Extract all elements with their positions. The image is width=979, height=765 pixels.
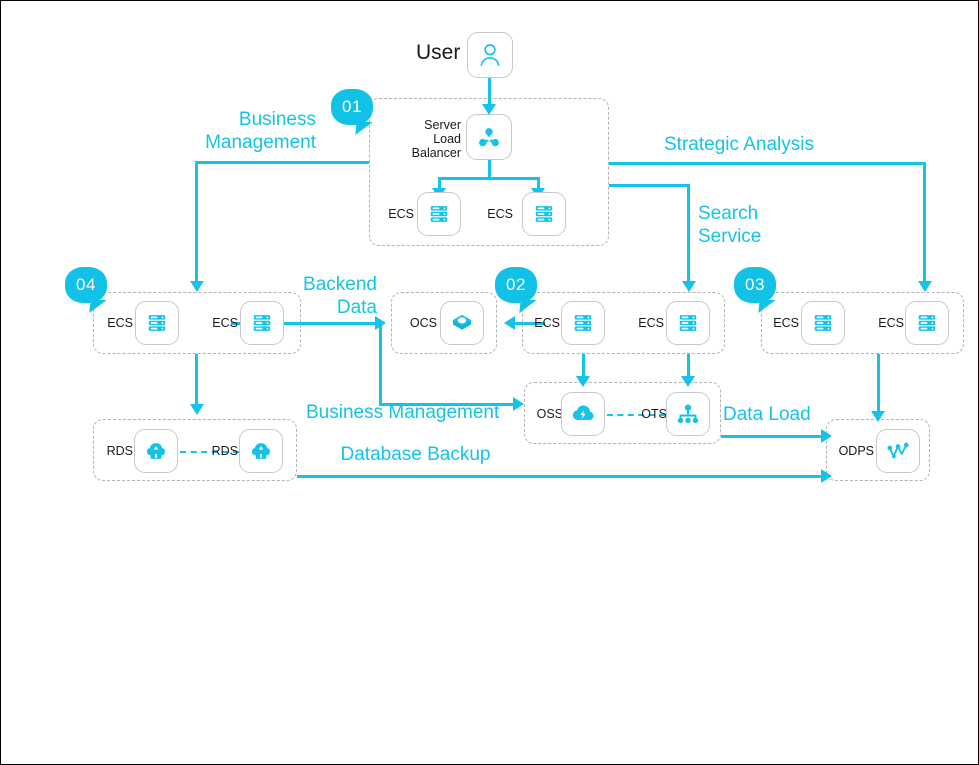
flow-strategic-v — [923, 162, 926, 287]
ecs02a-label: ECS — [534, 316, 560, 330]
rdsb-label: RDS — [211, 444, 238, 458]
ecs03b-label: ECS — [878, 316, 904, 330]
server-icon — [679, 315, 697, 331]
arrowhead-database-backup — [821, 469, 832, 483]
rdsb-node[interactable] — [239, 429, 283, 473]
rdsa-node[interactable] — [134, 429, 178, 473]
flow-backend-data-h — [231, 322, 379, 325]
arrowhead-bm-left — [190, 281, 204, 292]
arrowhead-backend-data — [375, 316, 386, 330]
server-icon — [148, 315, 166, 331]
slb-node[interactable] — [466, 114, 512, 160]
flow-04-to-rds — [195, 354, 198, 410]
user-icon — [480, 44, 500, 66]
label-business-management-mid: Business Management — [306, 402, 500, 423]
ecs02a-node[interactable] — [561, 301, 605, 345]
arrowhead-ecs02a-to-oss — [576, 376, 590, 387]
flow-ecs02a-to-ocs — [513, 322, 545, 325]
ecs01b-label: ECS — [487, 207, 513, 221]
server-icon — [430, 206, 448, 222]
label-data-load: Data Load — [723, 404, 811, 425]
server-icon — [535, 206, 553, 222]
ecs02b-label: ECS — [638, 316, 664, 330]
flow-ecs02a-to-oss — [582, 354, 585, 382]
flow-bm-mid-v — [379, 322, 382, 405]
group-03-badge: 03 — [734, 267, 776, 303]
label-search-service: Search Service — [698, 203, 762, 247]
ecs03b-node[interactable] — [905, 301, 949, 345]
ecs01b-node[interactable] — [522, 192, 566, 236]
oss-ots-group-container — [524, 382, 721, 444]
server-icon — [918, 315, 936, 331]
flow-database-backup-h — [297, 475, 827, 478]
flow-slb-bus — [439, 177, 539, 180]
odps-label: ODPS — [838, 444, 874, 458]
user-node[interactable] — [467, 32, 513, 78]
flow-oss-to-ots — [607, 414, 665, 416]
flow-search-v — [687, 184, 690, 287]
odps-node[interactable] — [876, 429, 920, 473]
ecs04a-label: ECS — [107, 316, 133, 330]
ecs04b-node[interactable] — [240, 301, 284, 345]
arrowhead-ecs02b-to-ots — [681, 376, 695, 387]
arrowhead-bm-mid — [513, 397, 524, 411]
flow-slb-to-ecs01b — [537, 177, 540, 191]
ecs03a-node[interactable] — [801, 301, 845, 345]
arrowhead-03-to-odps — [871, 411, 885, 422]
oss-label: OSS — [536, 407, 563, 421]
database-icon — [252, 443, 270, 459]
arrowhead-search — [682, 281, 696, 292]
arrowhead-strategic — [918, 281, 932, 292]
ecs03a-label: ECS — [773, 316, 799, 330]
database-icon — [147, 443, 165, 459]
flow-rds-replication — [180, 451, 239, 453]
arrowhead-ecs02a-to-ocs — [504, 316, 515, 330]
ecs04a-node[interactable] — [135, 301, 179, 345]
rdsa-label: RDS — [106, 444, 133, 458]
label-backend-data: Backend Data — [303, 274, 377, 318]
ocs-node[interactable] — [440, 301, 484, 345]
arrowhead-data-load — [821, 429, 832, 443]
ots-node[interactable] — [666, 392, 710, 436]
flow-bm-left-h — [195, 161, 369, 164]
flow-search-h — [609, 184, 689, 187]
ecs01a-label: ECS — [388, 207, 414, 221]
flow-strategic-h — [609, 162, 926, 165]
ecs02b-node[interactable] — [666, 301, 710, 345]
flow-ecs02b-to-ots — [687, 354, 690, 382]
label-strategic-analysis: Strategic Analysis — [664, 134, 814, 155]
ocs-container — [391, 292, 497, 354]
load-balancer-icon — [477, 126, 501, 148]
rds-group-container — [93, 419, 297, 481]
oss-node[interactable] — [561, 392, 605, 436]
label-database-backup: Database Backup — [340, 444, 491, 465]
user-label: User — [416, 41, 461, 64]
flow-bm-mid-h — [379, 403, 517, 406]
group-04-badge: 04 — [65, 267, 107, 303]
group-01-badge: 01 — [331, 89, 373, 125]
ocs-label: OCS — [409, 316, 437, 330]
flow-03-to-odps — [877, 354, 880, 417]
label-business-management-left: Business Management — [205, 109, 316, 153]
flow-data-load-h — [721, 435, 827, 438]
flow-slb-to-ecs01a — [438, 177, 441, 191]
group-03-container — [761, 292, 964, 354]
slb-label: Server Load Balancer — [411, 118, 461, 160]
arrowhead-04-to-rds — [190, 404, 204, 415]
flow-slb-trunk — [488, 160, 491, 178]
server-icon — [574, 315, 592, 331]
ots-label: OTS — [641, 407, 667, 421]
ecs04b-label: ECS — [212, 316, 238, 330]
group-02-badge: 02 — [495, 267, 537, 303]
analytics-icon — [886, 441, 910, 460]
cache-box-icon — [453, 314, 471, 330]
flow-bm-left-v — [195, 161, 198, 287]
arrowhead-user-to-slb — [482, 104, 496, 115]
flow-user-to-slb — [488, 78, 491, 108]
server-icon — [814, 315, 832, 331]
ecs01a-node[interactable] — [417, 192, 461, 236]
